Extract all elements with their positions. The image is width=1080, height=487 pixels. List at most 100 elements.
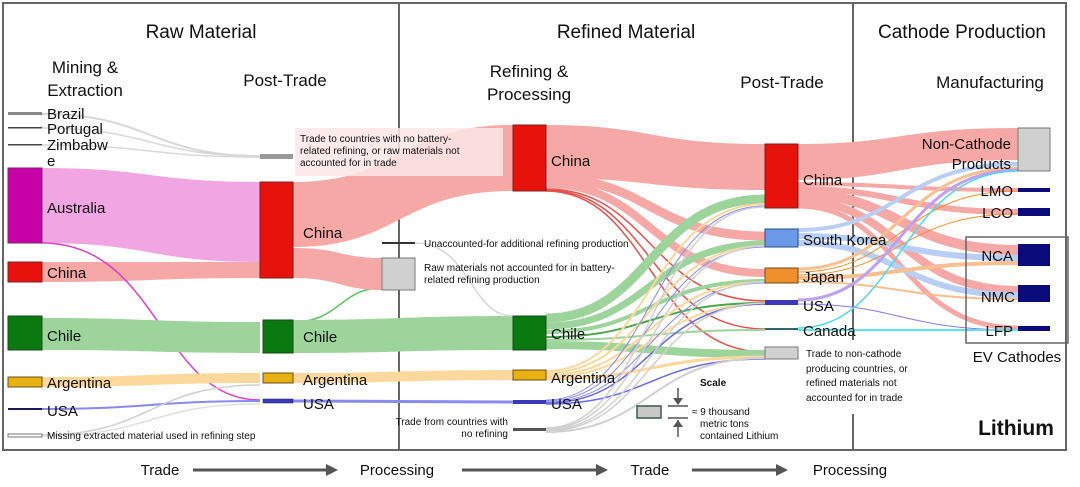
flow-no-refining-to-japan bbox=[545, 281, 766, 431]
label-mfg-lmo: LMO bbox=[980, 183, 1013, 200]
scale-legend: Scale ≈ 9 thousand metric tons contained… bbox=[636, 378, 778, 442]
flow-arrowhead-3-icon bbox=[776, 464, 788, 476]
flow-zimbabwe-to-untraded bbox=[41, 144, 261, 158]
node-mining-usa bbox=[8, 408, 42, 410]
node-mfg-lco bbox=[1018, 208, 1050, 216]
flow-australia-to-china bbox=[42, 168, 260, 262]
node-mining-argentina bbox=[7, 376, 43, 388]
label-pt1-usa: USA bbox=[303, 396, 334, 413]
nodes-layer bbox=[7, 112, 1069, 438]
flow-china-ref-to-non-cathode-trade bbox=[545, 190, 766, 353]
node-pt1-chile bbox=[262, 319, 294, 354]
label-mining-argentina: Argentina bbox=[47, 375, 112, 392]
flow-unaccounted-to-chile bbox=[414, 242, 514, 317]
flow-china-pt2-to-nca bbox=[797, 189, 1019, 255]
flow-chile-to-raw-unaccounted bbox=[292, 287, 383, 323]
label-pt1-untraded-1: Trade to countries with no battery- bbox=[300, 134, 451, 145]
flow-usa-pt-to-usa-refining bbox=[292, 399, 514, 404]
node-pt2-canada bbox=[765, 328, 798, 330]
flow-arrowhead-2-icon bbox=[596, 464, 608, 476]
scale-text-3: contained Lithium bbox=[700, 431, 778, 442]
ev-cathodes-group-box bbox=[965, 236, 1069, 344]
scale-title: Scale bbox=[700, 378, 727, 389]
flow-china-ref-to-japan bbox=[545, 180, 766, 277]
scale-arrowhead-down-icon bbox=[673, 398, 683, 405]
stage-mining-line2: Extraction bbox=[47, 81, 123, 100]
flow-china-ref-to-south-korea bbox=[545, 173, 766, 241]
node-mining-australia bbox=[7, 167, 43, 244]
flow-no-refining-to-china-pt bbox=[545, 206, 766, 429]
node-mining-brazil bbox=[8, 112, 42, 115]
stage-refining-line1: Refining & bbox=[490, 62, 569, 81]
label-mining-chile: Chile bbox=[47, 328, 81, 345]
stage-post-trade-1: Post-Trade bbox=[243, 71, 326, 90]
scale-text-1: ≈ 9 thousand bbox=[692, 407, 750, 418]
label-mining-australia: Australia bbox=[47, 200, 106, 217]
flow-no-refining-to-usa bbox=[545, 302, 766, 432]
stage-mining-line1: Mining & bbox=[52, 58, 119, 77]
label-mining-portugal: Portugal bbox=[47, 121, 103, 138]
label-mining-zimbabwe-2: e bbox=[47, 153, 55, 170]
flow-missing-to-usa bbox=[41, 403, 261, 437]
label-raw-unaccounted-2: related refining production bbox=[424, 275, 540, 286]
label-pt2-japan: Japan bbox=[803, 269, 844, 286]
label-ref-chile: Chile bbox=[551, 326, 585, 343]
label-pt2-non-cathode-2: producing countries, or bbox=[806, 364, 908, 375]
flow-japan-to-lmo bbox=[797, 190, 1019, 273]
node-pt2-south-korea bbox=[764, 228, 799, 248]
flow-argentina-pt-to-argentina-refining bbox=[293, 370, 513, 383]
flow-usa-pt2-to-non-cathode bbox=[797, 168, 1019, 302]
node-pt1-usa bbox=[262, 398, 294, 404]
outer-frame bbox=[2, 2, 1067, 451]
flow-label-processing-1: Processing bbox=[360, 462, 434, 479]
node-mining-portugal bbox=[8, 127, 42, 129]
flow-chile-ref-to-usa bbox=[545, 302, 766, 338]
flow-south-korea-to-non-cathode bbox=[797, 162, 1019, 232]
flow-china-to-china bbox=[42, 262, 260, 282]
flow-argentina-ref-to-china-pt bbox=[545, 203, 766, 372]
label-unaccounted-refining: Unaccounted-for additional refining prod… bbox=[424, 239, 629, 250]
flow-japan-to-nmc bbox=[797, 281, 1019, 300]
label-ref-argentina: Argentina bbox=[551, 370, 616, 387]
flow-chile-ref-to-south-korea bbox=[545, 240, 766, 330]
node-pt1-untraded bbox=[260, 154, 293, 159]
flow-usa-ref-to-china-pt bbox=[545, 205, 766, 401]
label-pt1-argentina: Argentina bbox=[303, 372, 368, 389]
flow-argentina-ref-to-south-korea bbox=[545, 245, 766, 374]
flow-china-pt2-to-lco bbox=[797, 186, 1019, 215]
flow-chile-ref-to-canada bbox=[545, 329, 766, 341]
flow-label-trade-2: Trade bbox=[631, 462, 670, 479]
node-mfg-lmo bbox=[1018, 188, 1050, 192]
flow-no-refining-to-south-korea bbox=[545, 245, 766, 430]
label-mfg-non-cathode-1: Non-Cathode bbox=[922, 136, 1011, 153]
flow-china-pt2-to-lmo bbox=[797, 182, 1019, 192]
flow-japan-to-nca bbox=[797, 261, 1019, 280]
label-pt2-usa: USA bbox=[803, 298, 834, 315]
label-pt2-non-cathode-1: Trade to non-cathode bbox=[806, 349, 902, 360]
label-mining-usa: USA bbox=[47, 403, 78, 420]
flow-south-korea-to-nca bbox=[797, 233, 1019, 261]
node-ref-argentina bbox=[512, 369, 547, 381]
flow-argentina-ref-to-japan bbox=[545, 281, 766, 376]
node-pt2-usa bbox=[765, 300, 798, 305]
flow-japan-to-lco bbox=[797, 213, 1019, 276]
flow-argentina-to-argentina bbox=[42, 373, 260, 387]
node-mfg-nmc bbox=[1018, 285, 1050, 302]
node-raw-unaccounted bbox=[381, 257, 416, 291]
flow-arrowhead-1-icon bbox=[326, 464, 338, 476]
flow-label-trade-1: Trade bbox=[141, 462, 180, 479]
flow-china-pt-to-raw-unaccounted bbox=[293, 248, 382, 290]
flow-usa-pt2-to-lfp bbox=[797, 303, 1019, 331]
flow-china-pt2-to-non-cathode bbox=[798, 128, 1018, 180]
flow-no-refining-to-non-cathode-trade bbox=[545, 357, 766, 433]
node-mfg-non-cathode bbox=[1017, 127, 1051, 172]
label-mining-china: China bbox=[47, 265, 87, 282]
flow-chile-to-chile bbox=[42, 318, 260, 353]
node-unaccounted-refining bbox=[382, 242, 415, 244]
label-pt2-south-korea: South Korea bbox=[803, 232, 887, 249]
flow-japan-to-non-cathode bbox=[797, 166, 1019, 271]
label-mining-missing: Missing extracted material used in refin… bbox=[47, 431, 256, 442]
node-ref-chile bbox=[512, 315, 547, 351]
flow-label-processing-2: Processing bbox=[813, 462, 887, 479]
